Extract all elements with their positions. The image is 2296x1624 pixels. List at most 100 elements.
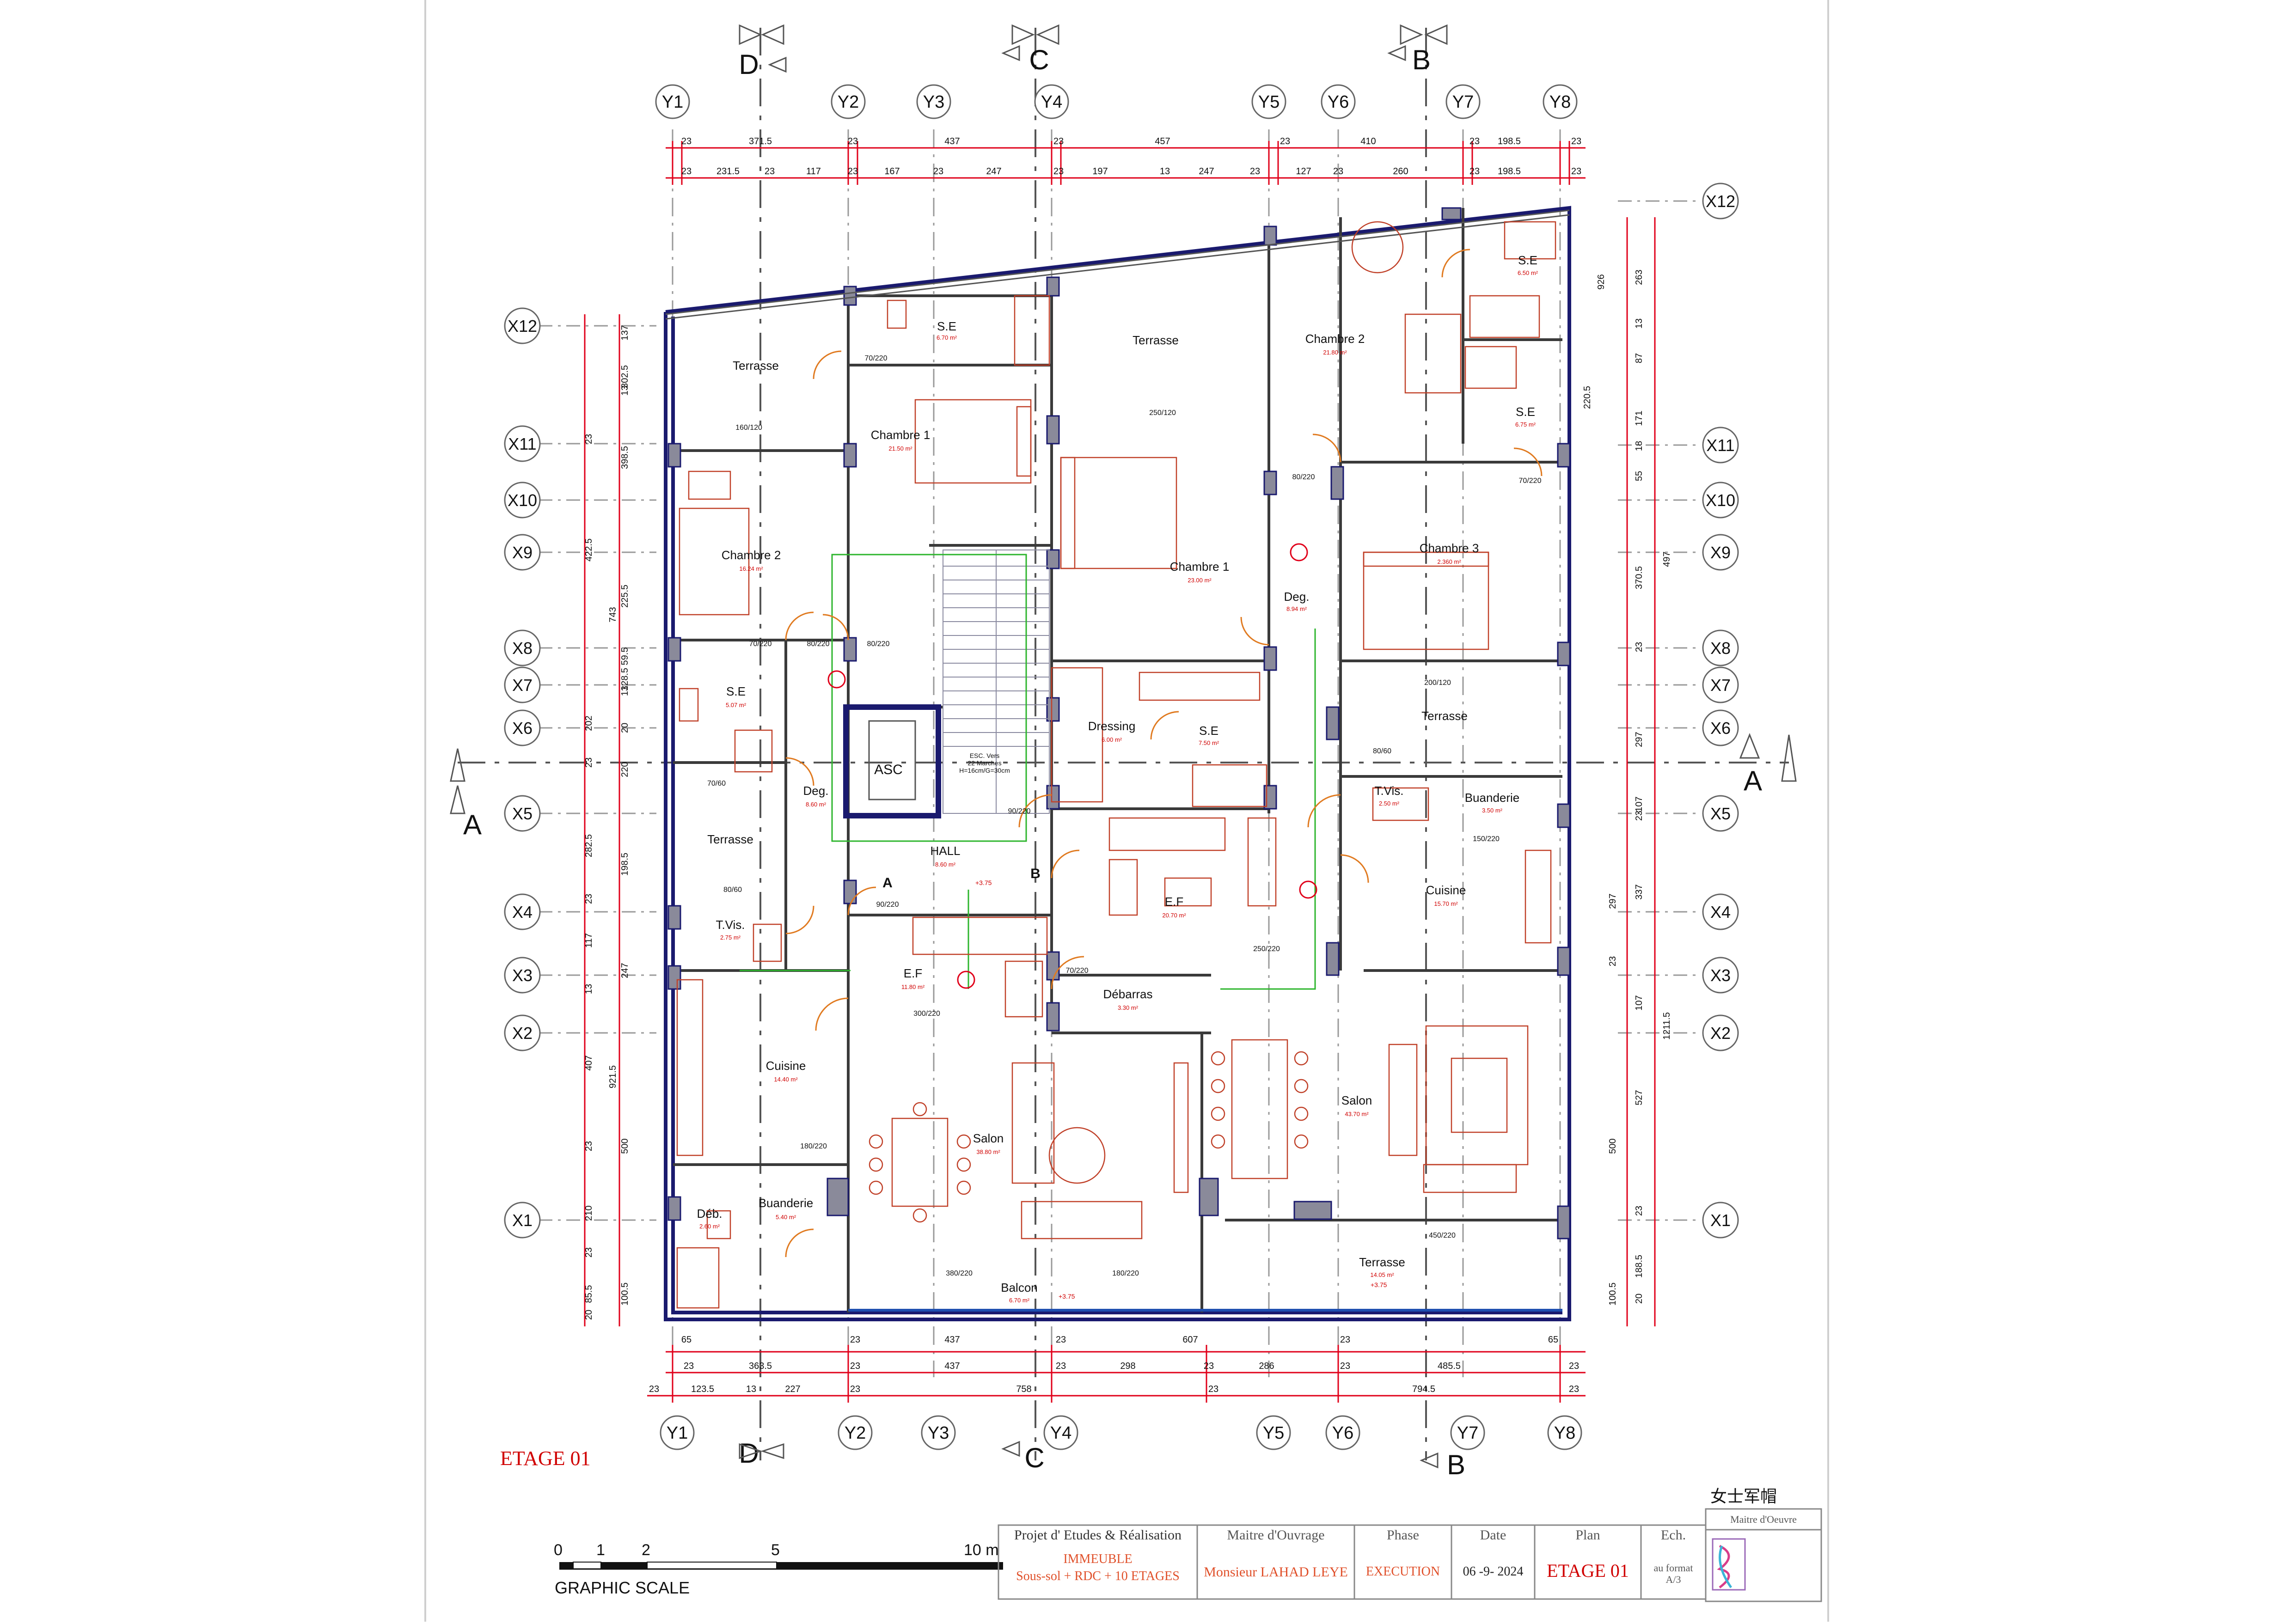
room-area: 11.80 m² [901, 983, 925, 990]
dim-left: 137 [620, 325, 630, 340]
room-area: 2.50 m² [1379, 800, 1400, 807]
room-area: 3.50 m² [1482, 807, 1503, 814]
room-area: 16.24 m² [739, 565, 763, 572]
room-area: 8.60 m² [935, 861, 956, 868]
dim-left: 23 [584, 1247, 594, 1258]
y-axis-label: Y5 [1258, 92, 1280, 112]
x-axis-label: X10 [1706, 491, 1735, 510]
x-axis-bubbles-right [1702, 183, 1739, 1239]
x-axis-label: X12 [508, 317, 537, 336]
dim-top2: 127 [1296, 166, 1311, 177]
x-axis-label: X5 [512, 804, 533, 823]
dim-bottom2: 298 [1120, 1361, 1135, 1371]
room-name: T.Vis. [1374, 784, 1403, 798]
level-mark: +3.75 [975, 879, 992, 886]
scale-tick: 2 [642, 1541, 650, 1559]
scale-tick: 1 [596, 1541, 605, 1559]
room-area: 20.70 m² [1162, 912, 1186, 919]
room-name: S.E [937, 319, 956, 333]
scale-tick: 5 [771, 1541, 780, 1559]
room-name: Cuisine [1426, 883, 1466, 897]
dim-right: 297 [1608, 893, 1618, 909]
dim-right: 527 [1634, 1090, 1644, 1105]
dim-bottom-mid: 607 [1182, 1335, 1198, 1345]
x-axis-label: X3 [512, 966, 533, 985]
room-name: Déb. [697, 1207, 722, 1221]
dim-bottom3: 23 [1569, 1384, 1579, 1394]
y-axis-label: Y8 [1554, 1423, 1575, 1443]
door-size: 80/220 [867, 640, 890, 648]
x-axis-label: X11 [508, 434, 536, 453]
tb-plan-header: Plan [1575, 1527, 1600, 1543]
dim-bottom3: 23 [850, 1384, 860, 1394]
dim-left: 202 [584, 715, 594, 731]
dim-right-inner: 497 [1662, 551, 1672, 567]
dim-top2: 198.5 [1498, 166, 1521, 177]
x-axis-label: X2 [1710, 1024, 1731, 1043]
dim-bottom3: 23 [1208, 1384, 1218, 1394]
room-name: Dressing [1088, 719, 1136, 733]
dim-top1: 23 [1280, 136, 1290, 147]
dim-left: 23 [584, 757, 594, 768]
dim-top2: 23 [1053, 166, 1064, 177]
dim-top2: 23 [681, 166, 692, 177]
door-size: 250/120 [1149, 409, 1176, 417]
y-axis-label: Y8 [1549, 92, 1571, 112]
x-axis-label: X11 [1706, 436, 1734, 455]
y-axis-label: Y1 [667, 1423, 688, 1443]
dim-bottom-mid: 23 [1340, 1335, 1350, 1345]
stair-note: H=16cm/G=30cm [959, 767, 1010, 774]
dim-left: 13 [584, 984, 594, 994]
y-axis-label: Y6 [1332, 1423, 1353, 1443]
room-name: S.E [1199, 724, 1218, 738]
dim-left: 210 [584, 1205, 594, 1221]
room-area: 14.05 m² [1370, 1271, 1394, 1278]
scale-tick: 0 [554, 1541, 563, 1559]
dim-left: 85.5 [584, 1285, 594, 1303]
door-size: 70/220 [1066, 967, 1089, 975]
dim-right: 13 [1634, 318, 1644, 329]
dim-left: 225.5 [620, 585, 630, 608]
dim-top1: 410 [1360, 136, 1376, 147]
room-area: 38.80 m² [976, 1148, 1000, 1155]
door-size: 250/220 [1253, 945, 1280, 953]
scale-tick: 10 m [964, 1541, 999, 1559]
dim-right: 107 [1634, 995, 1644, 1010]
tb-scale-value-1: au format [1653, 1562, 1693, 1574]
door-swings [785, 249, 1543, 1258]
section-marker-a-left: A [463, 809, 482, 840]
dim-top2: 23 [1571, 166, 1581, 177]
dim-bottom3: 758 [1016, 1384, 1031, 1394]
window-size: 70/220 [1519, 477, 1542, 485]
y-axis-label: Y7 [1452, 92, 1474, 112]
tb-project-line1: IMMEUBLE [1063, 1552, 1133, 1566]
dimension-lines [584, 147, 1656, 1397]
room-area: 15.70 m² [1434, 900, 1458, 907]
room-name: Débarras [1103, 987, 1153, 1001]
section-marker-d-top: D [739, 49, 759, 80]
door-size: 200/120 [1424, 679, 1451, 687]
door-size: 80/220 [807, 640, 830, 648]
dim-right: 370.5 [1634, 566, 1644, 589]
dim-left: 422.5 [584, 538, 594, 562]
dim-left: 13 [620, 385, 630, 396]
dim-bottom3: 23 [649, 1384, 659, 1394]
dim-top1: 23 [1053, 136, 1064, 147]
x-axis-label: X5 [1710, 804, 1731, 823]
dim-left: 220 [620, 762, 630, 777]
dim-bottom2: 23 [1340, 1361, 1350, 1371]
section-marker-b-top: B [1412, 44, 1431, 75]
x-axis-label: X4 [1710, 903, 1731, 922]
room-area: 6.70 m² [937, 334, 957, 341]
room-name: HALL [930, 844, 960, 858]
dim-bottom-mid: 437 [944, 1335, 960, 1345]
dim-bottom2: 23 [1204, 1361, 1214, 1371]
dim-bottom-mid: 23 [850, 1335, 860, 1345]
room-name: Buanderie [759, 1196, 814, 1210]
dim-left: 23 [584, 1141, 594, 1151]
dim-left-inner: 743 [608, 607, 618, 622]
x-axis-label: X9 [512, 543, 533, 562]
room-name: Cuisine [766, 1059, 806, 1073]
room-name: S.E [1516, 405, 1535, 419]
